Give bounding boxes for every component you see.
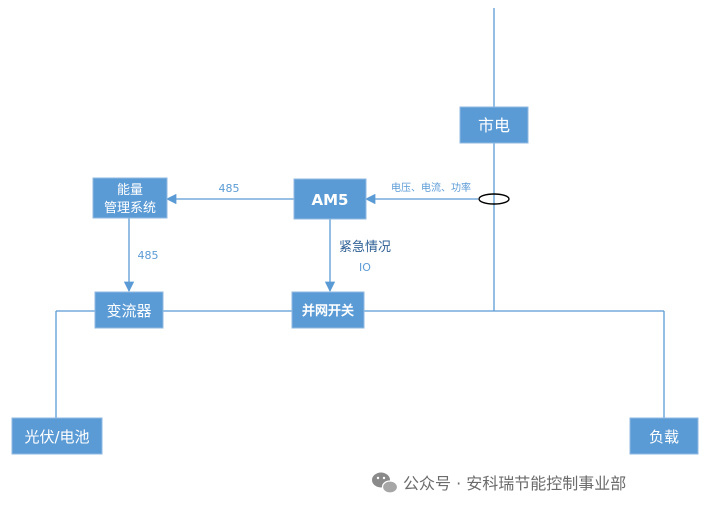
current-transformer-ring	[478, 193, 510, 205]
wechat-icon	[372, 472, 399, 494]
node-load: 负载	[629, 417, 699, 455]
footer-watermark: 公众号 · 安科瑞节能控制事业部	[372, 472, 626, 494]
edge-label-measure: 电压、电流、功率	[391, 181, 471, 194]
edge-label-ems-inverter: 485	[138, 249, 159, 262]
node-ems: 能量 管理系统	[92, 177, 168, 219]
node-am5: AM5	[293, 178, 367, 220]
node-inverter: 变流器	[94, 291, 164, 329]
edge-label-emergency: 紧急情况	[339, 240, 391, 255]
node-inverter-label: 变流器	[106, 302, 151, 320]
footer-text: 公众号 · 安科瑞节能控制事业部	[403, 474, 626, 493]
node-grid-switch-label: 并网开关	[302, 303, 354, 319]
node-grid: 市电	[459, 106, 529, 144]
node-ems-label-line1: 能量	[117, 183, 143, 198]
node-pv-battery: 光伏/电池	[11, 417, 103, 455]
node-grid-label: 市电	[478, 116, 510, 135]
edge-label-am5-ems: 485	[219, 182, 240, 195]
node-ems-label-line2: 管理系统	[104, 201, 156, 216]
node-load-label: 负载	[649, 428, 679, 446]
node-grid-switch: 并网开关	[291, 291, 365, 329]
node-am5-label: AM5	[312, 191, 349, 209]
edge-label-io: IO	[359, 261, 371, 274]
node-pv-battery-label: 光伏/电池	[24, 428, 89, 446]
